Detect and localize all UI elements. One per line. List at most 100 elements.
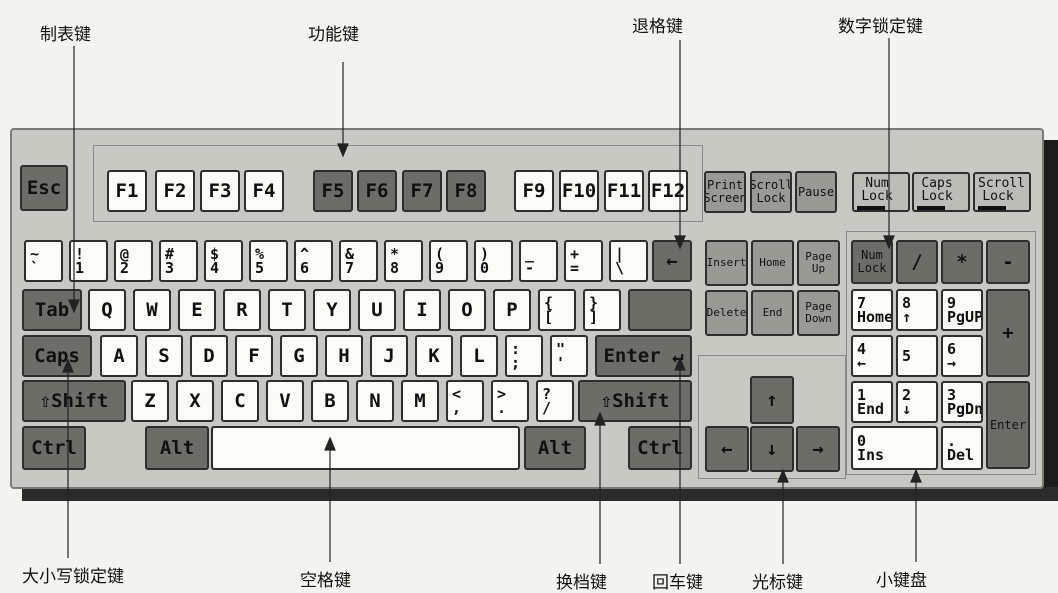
qwerty-row-key[interactable]: P (493, 289, 531, 331)
keypad-6-key[interactable]: 6→ (941, 335, 983, 377)
qwerty-row-key[interactable]: I (403, 289, 441, 331)
f2-key[interactable]: F2 (155, 170, 195, 212)
f1-key[interactable]: F1 (107, 170, 147, 212)
qwerty-row-key[interactable]: }] (583, 289, 621, 331)
f12-key[interactable]: F12 (648, 170, 688, 212)
number-row-key[interactable]: *8 (384, 240, 423, 282)
qwerty-row-key[interactable]: T (268, 289, 306, 331)
caps-lock-key[interactable]: Caps (22, 335, 92, 377)
f9-key[interactable]: F9 (514, 170, 554, 212)
home-row-key[interactable]: G (280, 335, 318, 377)
number-row-key[interactable]: _- (519, 240, 558, 282)
bottom-row-key[interactable]: N (356, 380, 394, 422)
keypad-4-key[interactable]: 4← (851, 335, 893, 377)
bottom-row-key[interactable]: V (266, 380, 304, 422)
bottom-row-key[interactable]: M (401, 380, 439, 422)
home-row-key[interactable]: J (370, 335, 408, 377)
home-row-key[interactable]: :; (505, 335, 543, 377)
f8-key[interactable]: F8 (446, 170, 486, 212)
bottom-row-key[interactable]: C (221, 380, 259, 422)
insert-key[interactable]: Insert (705, 240, 748, 286)
home-row-key[interactable]: H (325, 335, 363, 377)
arrow-up-key[interactable]: ↑ (750, 376, 794, 424)
qwerty-row-key[interactable]: {[ (538, 289, 576, 331)
number-row-key[interactable]: )0 (474, 240, 513, 282)
arrow-down-key[interactable]: ↓ (750, 426, 794, 472)
number-row-key[interactable]: += (564, 240, 603, 282)
keypad-8-key[interactable]: 8↑ (896, 289, 938, 331)
pause-key[interactable]: Pause (795, 171, 837, 213)
number-row-key[interactable]: $4 (204, 240, 243, 282)
f7-key[interactable]: F7 (402, 170, 442, 212)
page-down-key[interactable]: Page Down (797, 290, 840, 336)
keypad-slash-key[interactable]: / (896, 240, 938, 284)
number-row-key[interactable]: (9 (429, 240, 468, 282)
number-row-key[interactable]: |\ (609, 240, 648, 282)
qwerty-row-key[interactable]: O (448, 289, 486, 331)
qwerty-row-key[interactable]: W (133, 289, 171, 331)
keypad-5-key[interactable]: 5 (896, 335, 938, 377)
home-key[interactable]: Home (751, 240, 794, 286)
bottom-row-key[interactable]: ?/ (536, 380, 574, 422)
home-row-key[interactable]: K (415, 335, 453, 377)
keypad-plus-key[interactable]: + (986, 289, 1030, 377)
esc-key[interactable]: Esc (20, 165, 68, 211)
home-row-key[interactable]: F (235, 335, 273, 377)
f11-key[interactable]: F11 (604, 170, 644, 212)
f4-key[interactable]: F4 (244, 170, 284, 212)
left-ctrl-key[interactable]: Ctrl (22, 426, 86, 470)
number-row-key[interactable]: &7 (339, 240, 378, 282)
keypad-minus-key[interactable]: - (986, 240, 1030, 284)
keypad-star-key[interactable]: * (941, 240, 983, 284)
bottom-row-key[interactable]: Z (131, 380, 169, 422)
space-key[interactable] (211, 426, 520, 470)
number-row-key[interactable]: ^6 (294, 240, 333, 282)
enter-upper-key[interactable] (628, 289, 692, 331)
left-alt-key[interactable]: Alt (145, 426, 209, 470)
qwerty-row-key[interactable]: U (358, 289, 396, 331)
qwerty-row-key[interactable]: E (178, 289, 216, 331)
right-shift-key[interactable]: ⇧Shift (578, 380, 692, 422)
backspace-key[interactable]: ← (652, 240, 692, 282)
scroll-lock-key[interactable]: Scroll Lock (750, 171, 792, 213)
bottom-row-key[interactable]: B (311, 380, 349, 422)
keypad-num-lock-key[interactable]: Num Lock (851, 240, 893, 284)
number-row-key[interactable]: #3 (159, 240, 198, 282)
arrow-right-key[interactable]: → (796, 426, 840, 472)
bottom-row-key[interactable]: >. (491, 380, 529, 422)
right-alt-key[interactable]: Alt (524, 426, 586, 470)
arrow-left-key[interactable]: ← (705, 426, 749, 472)
f3-key[interactable]: F3 (200, 170, 240, 212)
tab-key[interactable]: Tab (22, 289, 82, 331)
number-row-key[interactable]: %5 (249, 240, 288, 282)
keypad-2-key[interactable]: 2↓ (896, 381, 938, 423)
f6-key[interactable]: F6 (357, 170, 397, 212)
qwerty-row-key[interactable]: R (223, 289, 261, 331)
print-screen-key[interactable]: Print Screen (704, 171, 746, 213)
home-row-key[interactable]: L (460, 335, 498, 377)
keypad-dot-key[interactable]: .Del (941, 426, 983, 470)
qwerty-row-key[interactable]: Q (88, 289, 126, 331)
bottom-row-key[interactable]: X (176, 380, 214, 422)
right-ctrl-key[interactable]: Ctrl (628, 426, 692, 470)
number-row-key[interactable]: ~` (24, 240, 63, 282)
delete-key[interactable]: Delete (705, 290, 748, 336)
home-row-key[interactable]: A (100, 335, 138, 377)
home-row-key[interactable]: "' (550, 335, 588, 377)
f5-key[interactable]: F5 (313, 170, 353, 212)
keypad-enter-key[interactable]: Enter (986, 381, 1030, 469)
page-up-key[interactable]: Page Up (797, 240, 840, 286)
end-key[interactable]: End (751, 290, 794, 336)
bottom-row-key[interactable]: <, (446, 380, 484, 422)
home-row-key[interactable]: S (145, 335, 183, 377)
number-row-key[interactable]: !1 (69, 240, 108, 282)
left-shift-key[interactable]: ⇧Shift (22, 380, 126, 422)
home-row-key[interactable]: D (190, 335, 228, 377)
number-row-key[interactable]: @2 (114, 240, 153, 282)
qwerty-row-key[interactable]: Y (313, 289, 351, 331)
